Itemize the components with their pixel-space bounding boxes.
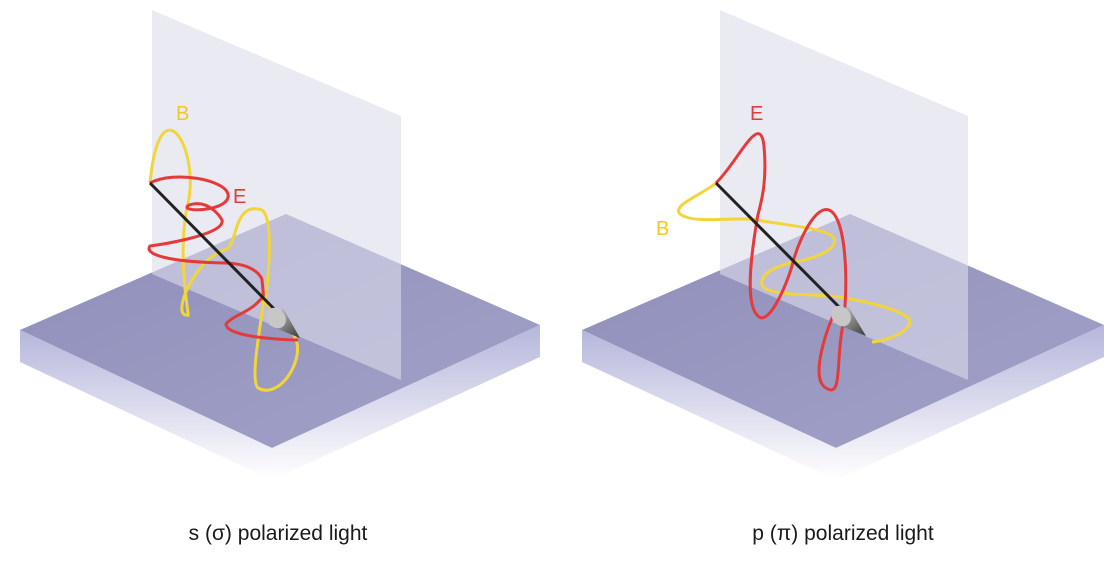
- p-polarized-caption: p (π) polarized light: [752, 522, 934, 545]
- cone-base-s: [266, 307, 286, 329]
- cone-base-p: [831, 305, 851, 327]
- s-polarized-panel: B E: [20, 10, 540, 480]
- surface-top: [20, 214, 540, 448]
- surface-right-face: [272, 325, 540, 480]
- b-label-s: B: [176, 103, 189, 125]
- s-polarized-caption: s (σ) polarized light: [188, 522, 368, 545]
- e-label-s: E: [233, 186, 246, 208]
- e-label-p: E: [750, 103, 763, 125]
- plane-of-incidence: [152, 10, 401, 380]
- b-label-p: B: [656, 218, 669, 240]
- surface-left-face: [20, 330, 272, 480]
- ray-p: [714, 181, 854, 322]
- p-polarized-panel: E B: [582, 10, 1104, 480]
- b-wave-s: [148, 128, 299, 392]
- surface-left-face: [582, 330, 836, 480]
- ray-s: [148, 181, 289, 324]
- surface-right-face: [836, 325, 1104, 480]
- e-wave-s: [147, 175, 299, 342]
- plane-of-incidence: [720, 10, 968, 380]
